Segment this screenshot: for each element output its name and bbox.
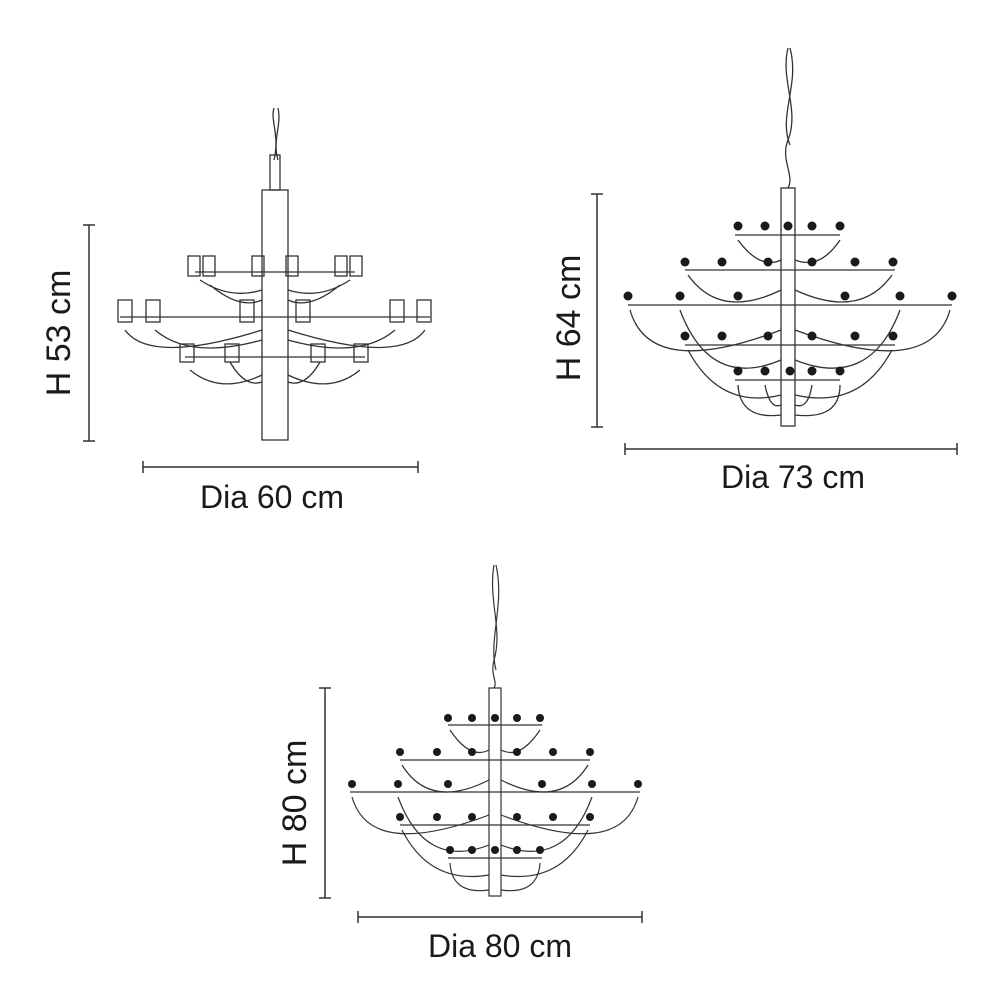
height-dimension-large [319, 687, 331, 899]
bulbs-large [348, 714, 642, 854]
width-dimension-medium [624, 443, 958, 455]
width-label-medium: Dia 73 cm [721, 459, 865, 495]
chandelier-large: H 80 cm Dia 80 cm [276, 564, 643, 964]
height-label-large: H 80 cm [276, 740, 314, 867]
chandelier-small: H 53 cm Dia 60 cm [40, 107, 432, 515]
width-label-large: Dia 80 cm [428, 928, 572, 964]
fixture-medium [628, 47, 952, 427]
height-label-medium: H 64 cm [550, 255, 588, 382]
width-dimension-large [357, 911, 643, 923]
chandelier-medium: H 64 cm Dia 73 cm [550, 47, 958, 495]
width-label-small: Dia 60 cm [200, 479, 344, 515]
height-dimension-medium [591, 193, 603, 428]
fixture-small [117, 107, 432, 441]
bulbs-medium [623, 221, 957, 376]
height-dimension-small [83, 224, 95, 442]
height-label-small: H 53 cm [40, 270, 78, 397]
width-dimension-small [142, 461, 419, 473]
